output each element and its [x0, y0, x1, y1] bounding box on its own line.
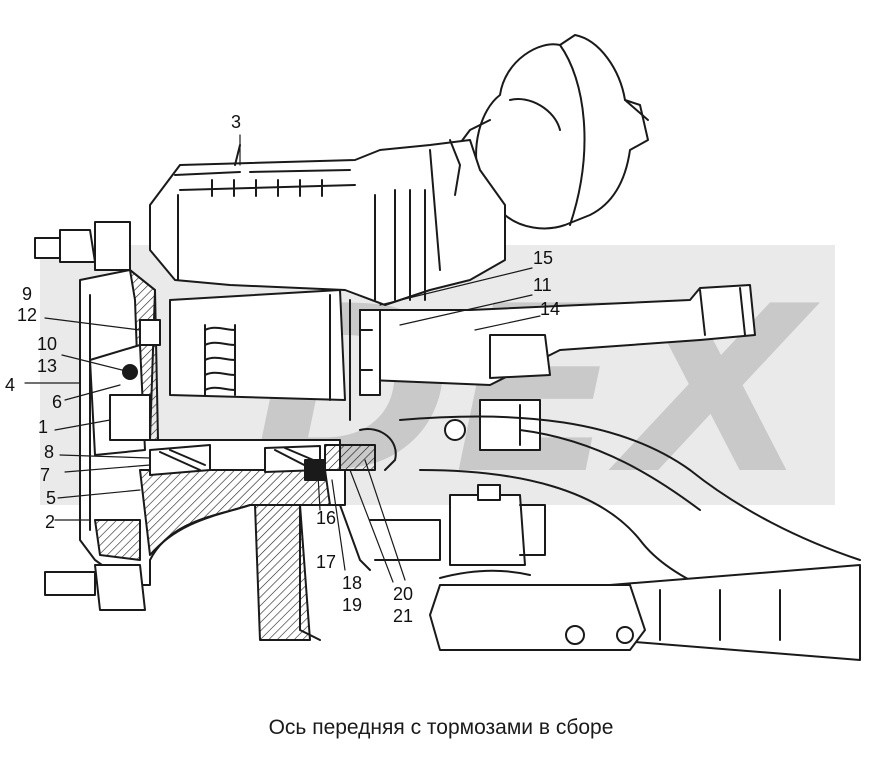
brake-spring	[169, 289, 351, 421]
callout-2: 2	[45, 512, 56, 532]
wheel-hub	[79, 269, 376, 641]
steering-knuckle-arm	[359, 284, 756, 451]
callout-15: 15	[533, 248, 554, 268]
leader-lines	[24, 134, 541, 583]
wheel-studs	[34, 221, 146, 611]
callout-7: 7	[40, 465, 51, 485]
callout-3: 3	[231, 112, 242, 132]
diagram-caption: Ось передняя с тормозами в сборе	[268, 716, 614, 739]
callout-14: 14	[540, 299, 561, 319]
callout-18: 18	[342, 573, 363, 593]
spindle-seals	[304, 309, 397, 506]
callout-11: 11	[533, 275, 552, 295]
tie-rod-bracket	[369, 484, 646, 651]
callout-21: 21	[393, 606, 414, 626]
callout-9: 9	[22, 284, 33, 304]
callout-5: 5	[46, 488, 57, 508]
callout-10: 10	[37, 334, 58, 354]
callout-17: 17	[316, 552, 337, 572]
brake-caliper-housing	[149, 139, 506, 306]
callout-20: 20	[393, 584, 414, 604]
callout-16: 16	[316, 508, 337, 528]
callout-12: 12	[17, 305, 38, 325]
lower-mount	[299, 504, 371, 641]
hub-cap	[89, 319, 161, 456]
callout-19: 19	[342, 595, 363, 615]
callout-1: 1	[38, 417, 49, 437]
callout-6: 6	[52, 392, 63, 412]
callout-13: 13	[37, 356, 58, 376]
callout-8: 8	[44, 442, 55, 462]
callout-4: 4	[5, 375, 16, 395]
